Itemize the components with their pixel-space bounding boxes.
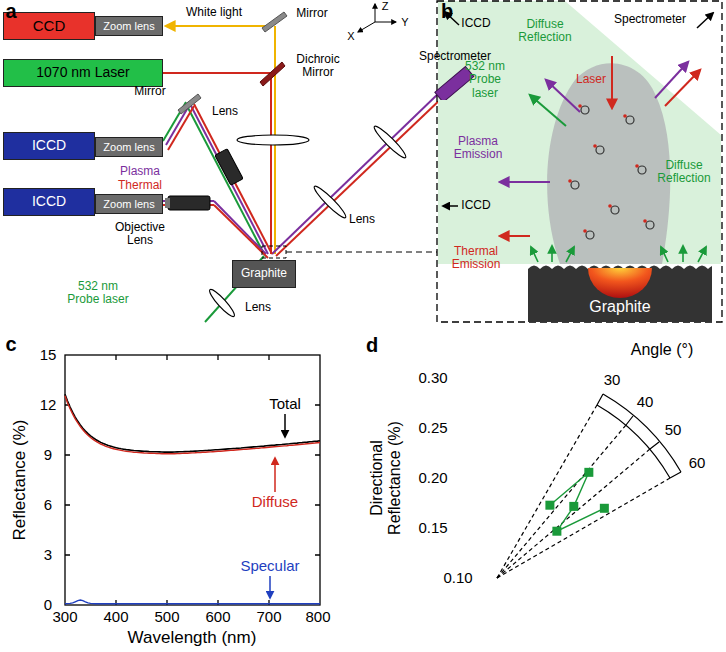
tick-label: 60 bbox=[689, 455, 706, 472]
tick-label: 500 bbox=[154, 609, 179, 626]
node-label: Graphite bbox=[241, 267, 287, 280]
axis-letter: Y bbox=[401, 16, 408, 28]
tick-label: 3 bbox=[44, 547, 52, 564]
beam-label: Laser bbox=[576, 73, 606, 86]
node-label: ICCD bbox=[32, 194, 66, 209]
polar-axes bbox=[497, 394, 681, 578]
zoom-lens: Zoom lens bbox=[95, 16, 163, 36]
camera-box: ICCD bbox=[3, 188, 95, 216]
part-label: Mirror bbox=[134, 85, 165, 98]
beams bbox=[163, 26, 444, 322]
diffuse-curve bbox=[65, 396, 320, 454]
optics bbox=[165, 4, 437, 319]
beam-label: Thermal bbox=[118, 179, 162, 192]
panel-letter: c bbox=[5, 333, 16, 355]
tick-label: 0.20 bbox=[418, 470, 447, 487]
graphite-block bbox=[528, 266, 712, 323]
data-point bbox=[545, 501, 554, 510]
axis-letter: X bbox=[347, 30, 354, 42]
beam-label: Diffuse Reflection bbox=[510, 18, 580, 45]
part-label: Lens bbox=[349, 213, 375, 226]
axis-title: Angle (°) bbox=[631, 341, 693, 359]
node-label: Graphite bbox=[589, 298, 650, 316]
panel-letter: b bbox=[441, 0, 453, 22]
heated-spot bbox=[588, 268, 652, 298]
chart-axes bbox=[65, 355, 320, 605]
part-label: Lens bbox=[245, 301, 271, 314]
detector-label: ICCD bbox=[461, 17, 490, 30]
tick-label: 40 bbox=[637, 394, 654, 411]
part-label: Objective Lens bbox=[108, 221, 172, 248]
tick-label: 600 bbox=[205, 609, 230, 626]
tick-label: 0.10 bbox=[443, 570, 472, 587]
data-point bbox=[584, 468, 593, 477]
data-line bbox=[550, 472, 604, 531]
tick-label: 6 bbox=[44, 497, 52, 514]
tick-label: 0.25 bbox=[418, 420, 447, 437]
node-label: CCD bbox=[33, 18, 66, 35]
node-label: 1070 nm Laser bbox=[36, 65, 129, 80]
beam-label: White light bbox=[186, 6, 242, 19]
beam-label: 532 nm Probe laser bbox=[63, 280, 133, 307]
beam-label: Thermal Emission bbox=[444, 245, 508, 272]
part-label: Mirror bbox=[296, 7, 327, 20]
tick-label: 9 bbox=[44, 447, 52, 464]
laser-box: 1070 nm Laser bbox=[3, 59, 163, 87]
series-label: Diffuse bbox=[252, 494, 298, 511]
detector-label: ICCD bbox=[461, 199, 490, 212]
panel-letter: a bbox=[5, 0, 16, 22]
camera-box: ICCD bbox=[3, 132, 95, 160]
part-label: Lens bbox=[212, 105, 238, 118]
tick-label: 30 bbox=[604, 372, 621, 389]
beam-label: Plasma bbox=[120, 165, 160, 178]
node-label: ICCD bbox=[32, 138, 66, 153]
data-point bbox=[552, 527, 561, 536]
tick-label: 0.15 bbox=[418, 520, 447, 537]
zoom-lens: Zoom lens bbox=[95, 137, 163, 157]
node-label: Zoom lens bbox=[103, 20, 154, 32]
tick-label: 800 bbox=[305, 609, 330, 626]
specular-curve bbox=[65, 600, 320, 604]
beam-label: Plasma Emission bbox=[446, 135, 510, 162]
tick-label: 300 bbox=[52, 609, 77, 626]
total-curve bbox=[65, 394, 320, 452]
series-label: Total bbox=[269, 396, 301, 413]
camera-box: CCD bbox=[3, 12, 95, 40]
tick-label: 12 bbox=[40, 397, 57, 414]
data-point bbox=[569, 502, 578, 511]
node-label: Zoom lens bbox=[103, 198, 154, 210]
axis-title: Reflectance (%) bbox=[10, 420, 29, 541]
axis-title: Directional Reflectance (%) bbox=[368, 403, 404, 553]
part-label: Dichroic Mirror bbox=[288, 53, 348, 80]
axis-title: Wavelength (nm) bbox=[128, 628, 257, 647]
data-point bbox=[600, 504, 609, 513]
beam-label: Diffuse Reflection bbox=[652, 159, 716, 186]
graphite-sample: Graphite bbox=[528, 264, 712, 322]
beam-label: 532 nm Probe laser bbox=[457, 60, 513, 100]
tick-label: 50 bbox=[665, 422, 682, 439]
tick-label: 400 bbox=[103, 609, 128, 626]
axis-letter: Z bbox=[382, 0, 389, 12]
detector-label: Spectrometer bbox=[614, 13, 686, 26]
tick-label: 15 bbox=[40, 347, 57, 364]
zoom-lens: Zoom lens bbox=[95, 194, 163, 214]
series-label: Specular bbox=[240, 558, 299, 575]
panel-letter: d bbox=[366, 334, 378, 356]
tick-label: 0.30 bbox=[418, 370, 447, 387]
graphite-sample: Graphite bbox=[232, 260, 296, 288]
tick-label: 700 bbox=[256, 609, 281, 626]
tick-label: 0 bbox=[44, 597, 52, 614]
node-label: Zoom lens bbox=[103, 141, 154, 153]
